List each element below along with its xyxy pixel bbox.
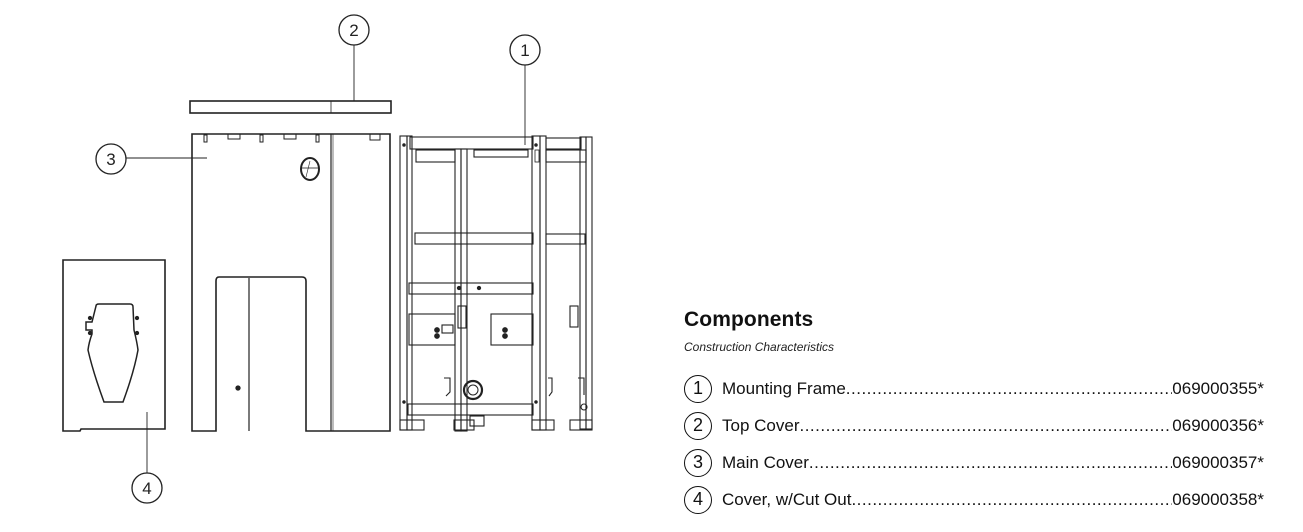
- component-row: 1 Mounting Frame 069000355*: [684, 370, 1264, 407]
- component-name: Mounting Frame: [722, 378, 846, 398]
- svg-text:2: 2: [349, 21, 358, 40]
- component-name: Top Cover: [722, 415, 800, 435]
- component-part-number: 069000356*: [1172, 415, 1264, 435]
- callout-4: 4: [131, 412, 163, 504]
- top-cover-part: [189, 100, 392, 114]
- svg-text:3: 3: [106, 150, 115, 169]
- dot-leader: [851, 490, 1172, 510]
- component-part-number: 069000355*: [1172, 378, 1264, 398]
- dot-leader: [846, 379, 1173, 399]
- component-name: Cover, w/Cut Out: [722, 489, 852, 509]
- component-part-number: 069000358*: [1172, 489, 1264, 509]
- component-row: 4 Cover, w/Cut Out 069000358*: [684, 481, 1264, 518]
- components-section: Components Construction Characteristics …: [684, 306, 1264, 518]
- component-row: 3 Main Cover 069000357*: [684, 444, 1264, 481]
- exploded-assembly-diagram: 2 3 1: [62, 14, 593, 504]
- component-part-number: 069000357*: [1172, 452, 1264, 472]
- main-cover-part: [191, 133, 391, 432]
- svg-text:4: 4: [142, 479, 151, 498]
- component-number-badge: 1: [684, 374, 712, 403]
- cover-with-cutout-part: [62, 259, 166, 432]
- mounting-frame-part: [399, 135, 593, 432]
- callout-2: 2: [338, 14, 370, 101]
- callout-1: 1: [509, 34, 541, 145]
- components-title: Components: [684, 308, 814, 331]
- component-number-badge: 2: [684, 411, 712, 440]
- component-number-badge: 3: [684, 448, 712, 477]
- dot-leader: [799, 416, 1172, 436]
- callout-3: 3: [95, 143, 207, 175]
- component-row: 2 Top Cover 069000356*: [684, 407, 1264, 444]
- dot-leader: [809, 453, 1172, 473]
- components-list: 1 Mounting Frame 069000355* 2 Top Cover …: [684, 370, 1264, 518]
- svg-text:1: 1: [520, 41, 529, 60]
- component-number-badge: 4: [684, 485, 712, 514]
- component-name: Main Cover: [722, 452, 809, 472]
- components-subtitle: Construction Characteristics: [684, 340, 835, 354]
